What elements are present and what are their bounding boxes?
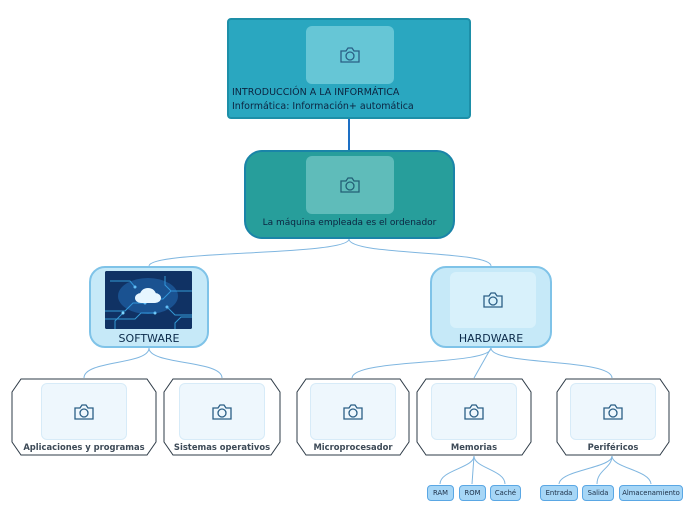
hardware-label: HARDWARE [458, 332, 524, 345]
cache-node[interactable]: Caché [490, 485, 521, 501]
memorias-label: Memorias [450, 442, 498, 452]
camera-icon[interactable] [310, 383, 396, 440]
root-node[interactable]: INTRODUCCIÓN A LA INFORMÁTICA Informátic… [227, 18, 471, 119]
microprocesador-node[interactable]: Microprocesador [296, 378, 410, 456]
computer-node[interactable]: La máquina empleada es el ordenador [244, 150, 455, 239]
software-node[interactable]: SOFTWARE [89, 266, 209, 348]
entrada-node[interactable]: Entrada [540, 485, 578, 501]
computer-node-label: La máquina empleada es el ordenador [262, 218, 437, 228]
aplicaciones-node[interactable]: Aplicaciones y programas [11, 378, 157, 456]
microprocesador-label: Microprocesador [313, 442, 393, 452]
perifericos-label: Periféricos [587, 442, 639, 452]
ram-node[interactable]: RAM [427, 485, 454, 501]
camera-icon[interactable] [450, 272, 536, 328]
aplicaciones-label: Aplicaciones y programas [23, 442, 145, 452]
perifericos-node[interactable]: Periféricos [556, 378, 670, 456]
memorias-node[interactable]: Memorias [416, 378, 532, 456]
software-label: SOFTWARE [118, 332, 180, 345]
salida-node[interactable]: Salida [582, 485, 614, 501]
camera-icon[interactable] [570, 383, 656, 440]
root-subtitle: Informática: Información+ automática [232, 101, 414, 112]
camera-icon[interactable] [41, 383, 127, 440]
camera-icon[interactable] [431, 383, 517, 440]
almacenamiento-node[interactable]: Almacenamiento [619, 485, 683, 501]
sistemas-node[interactable]: Sistemas operativos [163, 378, 281, 456]
sistemas-label: Sistemas operativos [173, 442, 271, 452]
hardware-node[interactable]: HARDWARE [430, 266, 552, 348]
camera-icon[interactable] [179, 383, 265, 440]
camera-icon[interactable] [306, 26, 394, 84]
rom-node[interactable]: ROM [459, 485, 486, 501]
root-title: INTRODUCCIÓN A LA INFORMÁTICA [232, 87, 400, 98]
camera-icon[interactable] [306, 156, 394, 214]
cloud-circuit-image [105, 271, 192, 329]
